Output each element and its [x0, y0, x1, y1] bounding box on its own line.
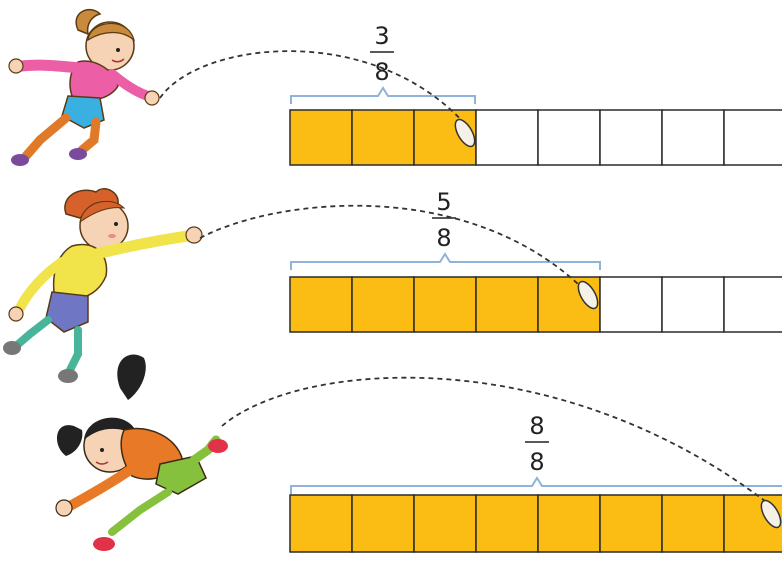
- row-2: 5 8: [3, 188, 782, 383]
- bar-cell-empty: [475, 109, 539, 166]
- brace-2: [290, 252, 601, 270]
- bar-cell-filled: [599, 494, 663, 553]
- brace-3: [290, 476, 782, 494]
- bar-cell-empty: [723, 276, 782, 333]
- fraction-bar-2: [289, 276, 782, 333]
- fraction-label-2: 5 8: [432, 188, 456, 252]
- bar-cell-filled: [351, 109, 415, 166]
- bar-cell-filled: [289, 109, 353, 166]
- fraction-denominator-2: 8: [436, 224, 451, 252]
- fraction-denominator-1: 8: [374, 58, 389, 86]
- bar-cell-filled: [475, 494, 539, 553]
- bar-cell-empty: [537, 109, 601, 166]
- fraction-numerator-1: 3: [374, 22, 389, 50]
- bar-cell-filled: [413, 276, 477, 333]
- child-girl-pink-shirt: [8, 9, 160, 166]
- fraction-bar-1: [289, 109, 782, 166]
- ball-2: [577, 280, 599, 310]
- bar-cell-filled: [537, 494, 601, 553]
- bar-cell-filled: [289, 494, 353, 553]
- child-girl-orange-shirt: [55, 354, 228, 551]
- bar-cell-empty: [661, 276, 725, 333]
- ball-3: [760, 499, 782, 529]
- bar-cell-empty: [599, 276, 663, 333]
- ball-1: [454, 118, 476, 148]
- fraction-label-1: 3 8: [370, 22, 394, 86]
- bar-cell-filled: [351, 494, 415, 553]
- row-3: 8 8: [55, 354, 782, 553]
- fraction-numerator-2: 5: [436, 188, 451, 216]
- fraction-denominator-3: 8: [529, 448, 544, 476]
- bar-cell-empty: [723, 109, 782, 166]
- brace-1: [290, 86, 476, 104]
- bar-cell-empty: [599, 109, 663, 166]
- bar-cell-filled: [351, 276, 415, 333]
- bar-cell-filled: [475, 276, 539, 333]
- bar-cell-filled: [289, 276, 353, 333]
- trajectory-3: [221, 376, 775, 509]
- bar-cell-filled: [413, 494, 477, 553]
- trajectory-1: [159, 50, 473, 133]
- bar-cell-empty: [661, 109, 725, 166]
- fraction-numerator-3: 8: [529, 412, 544, 440]
- fraction-label-3: 8 8: [525, 412, 549, 476]
- child-boy-yellow-shirt: [3, 188, 203, 383]
- bar-cell-filled: [661, 494, 725, 553]
- row-1: 3 8: [8, 9, 782, 166]
- fraction-bar-3: [289, 494, 782, 553]
